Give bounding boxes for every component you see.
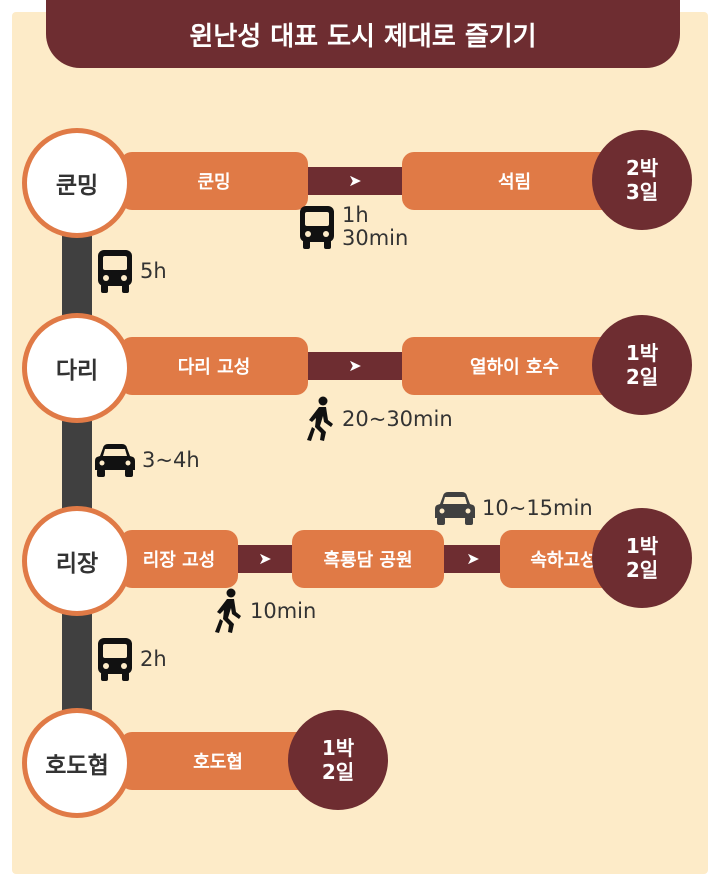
stop-tiger-leaping-gorge: 호도협 — [120, 732, 316, 790]
car-icon — [95, 444, 135, 477]
page-title: 윈난성 대표 도시 제대로 즐기기 — [46, 0, 680, 68]
route-connector: ➤ — [300, 167, 410, 195]
stay-nights: 1박 — [625, 534, 659, 558]
arrow-icon: ➤ — [348, 356, 362, 375]
stop-dali-old-town: 다리 고성 — [120, 337, 308, 395]
transfer-time: 3~4h — [142, 448, 200, 472]
transfer-time: 10~15min — [482, 496, 593, 520]
arrow-icon: ➤ — [258, 549, 272, 568]
arrow-icon: ➤ — [348, 171, 362, 190]
city-kunming: 쿤밍 — [22, 128, 132, 238]
stay-badge: 2박 3일 — [592, 130, 692, 230]
stay-days: 2일 — [321, 760, 355, 784]
stay-nights: 1박 — [625, 341, 659, 365]
walk-icon — [215, 588, 241, 633]
stay-badge: 1박 2일 — [592, 508, 692, 608]
city-lijiang: 리장 — [22, 506, 132, 616]
city-hutiaoxia: 호도협 — [22, 708, 132, 818]
stay-days: 2일 — [625, 365, 659, 389]
bus-icon — [98, 250, 132, 293]
stay-nights: 1박 — [321, 736, 355, 760]
city-transfer-bus: 5h — [96, 248, 167, 294]
transfer-time: 2h — [140, 647, 167, 671]
transfer-time: 5h — [140, 259, 167, 283]
transfer-time: 10min — [250, 599, 317, 623]
walk-icon — [307, 396, 333, 441]
stay-days: 2일 — [625, 558, 659, 582]
city-transfer-car: 3~4h — [94, 442, 200, 478]
transfer-time-hours: 1h — [342, 203, 369, 227]
route-spine — [62, 200, 92, 760]
arrow-icon: ➤ — [466, 549, 480, 568]
city-dali: 다리 — [22, 313, 132, 423]
stop-lijiang-old-town: 리장 고성 — [120, 530, 238, 588]
transfer-time: 20~30min — [342, 407, 453, 431]
transfer-car: 10~15min — [434, 490, 593, 526]
bus-icon — [300, 206, 334, 250]
bus-icon — [98, 638, 132, 681]
transfer-time-minutes: 30min — [342, 226, 409, 251]
stay-badge: 1박 2일 — [592, 315, 692, 415]
route-connector: ➤ — [438, 545, 508, 573]
stay-badge: 1박 2일 — [288, 710, 388, 810]
car-icon — [435, 492, 475, 525]
stop-erhai-lake: 열하이 호수 — [402, 337, 627, 395]
transfer-walk: 10min — [214, 588, 316, 634]
stay-days: 3일 — [625, 180, 659, 204]
transfer-bus: 1h 30min — [298, 203, 409, 251]
route-connector: ➤ — [230, 545, 300, 573]
route-connector: ➤ — [300, 352, 410, 380]
stop-kunming: 쿤밍 — [120, 152, 308, 210]
stop-stone-forest: 석림 — [402, 152, 627, 210]
city-transfer-bus: 2h — [96, 636, 167, 682]
transfer-walk: 20~30min — [306, 396, 453, 442]
stop-black-dragon-pool: 흑룡담 공원 — [292, 530, 444, 588]
stay-nights: 2박 — [625, 156, 659, 180]
